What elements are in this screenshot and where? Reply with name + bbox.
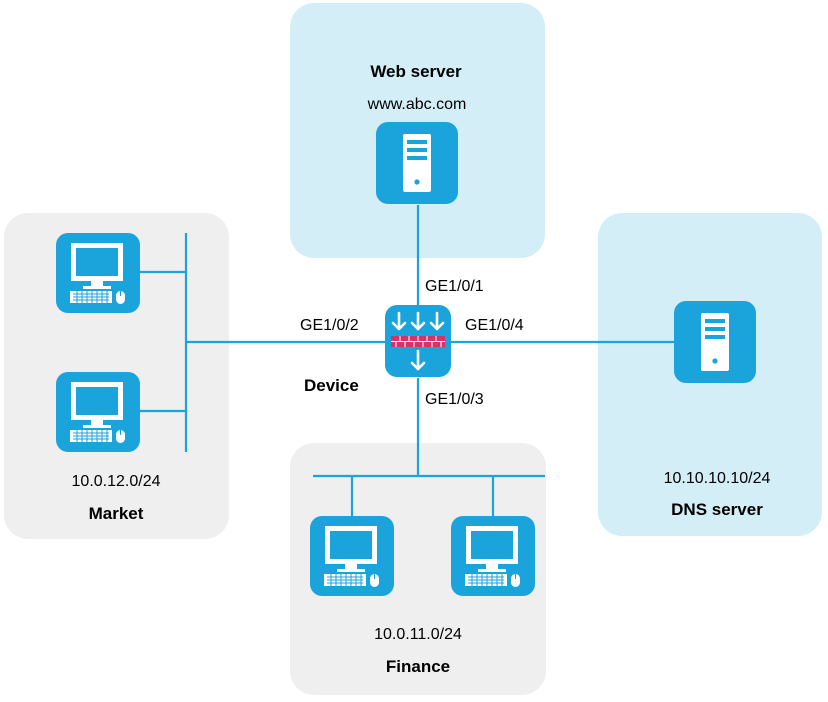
interface-ge1-0-2: GE1/0/2	[300, 317, 359, 334]
firewall-icon	[385, 305, 451, 377]
market-title: Market	[89, 504, 144, 523]
finance-pc-2-icon	[450, 515, 536, 597]
dns-server-address: 10.10.10.10/24	[664, 470, 771, 487]
interface-ge1-0-4: GE1/0/4	[465, 317, 524, 334]
interface-ge1-0-3: GE1/0/3	[425, 391, 484, 408]
interface-ge1-0-1: GE1/0/1	[425, 278, 484, 295]
finance-subnet: 10.0.11.0/24	[374, 626, 462, 643]
market-pc-2-icon	[55, 371, 141, 453]
network-links	[140, 205, 680, 516]
finance-title: Finance	[386, 657, 450, 676]
web-server-title: Web server	[370, 62, 462, 81]
dns-server-icon	[674, 301, 756, 383]
device-label: Device	[304, 376, 359, 395]
market-subnet: 10.0.12.0/24	[72, 473, 161, 490]
web-server-host: www.abc.com	[367, 96, 467, 113]
finance-pc-1-icon	[309, 515, 395, 597]
finance-zone	[290, 443, 546, 695]
dns-server-title: DNS server	[671, 500, 763, 519]
web-server-icon	[376, 122, 458, 204]
market-pc-1-icon	[55, 232, 141, 314]
